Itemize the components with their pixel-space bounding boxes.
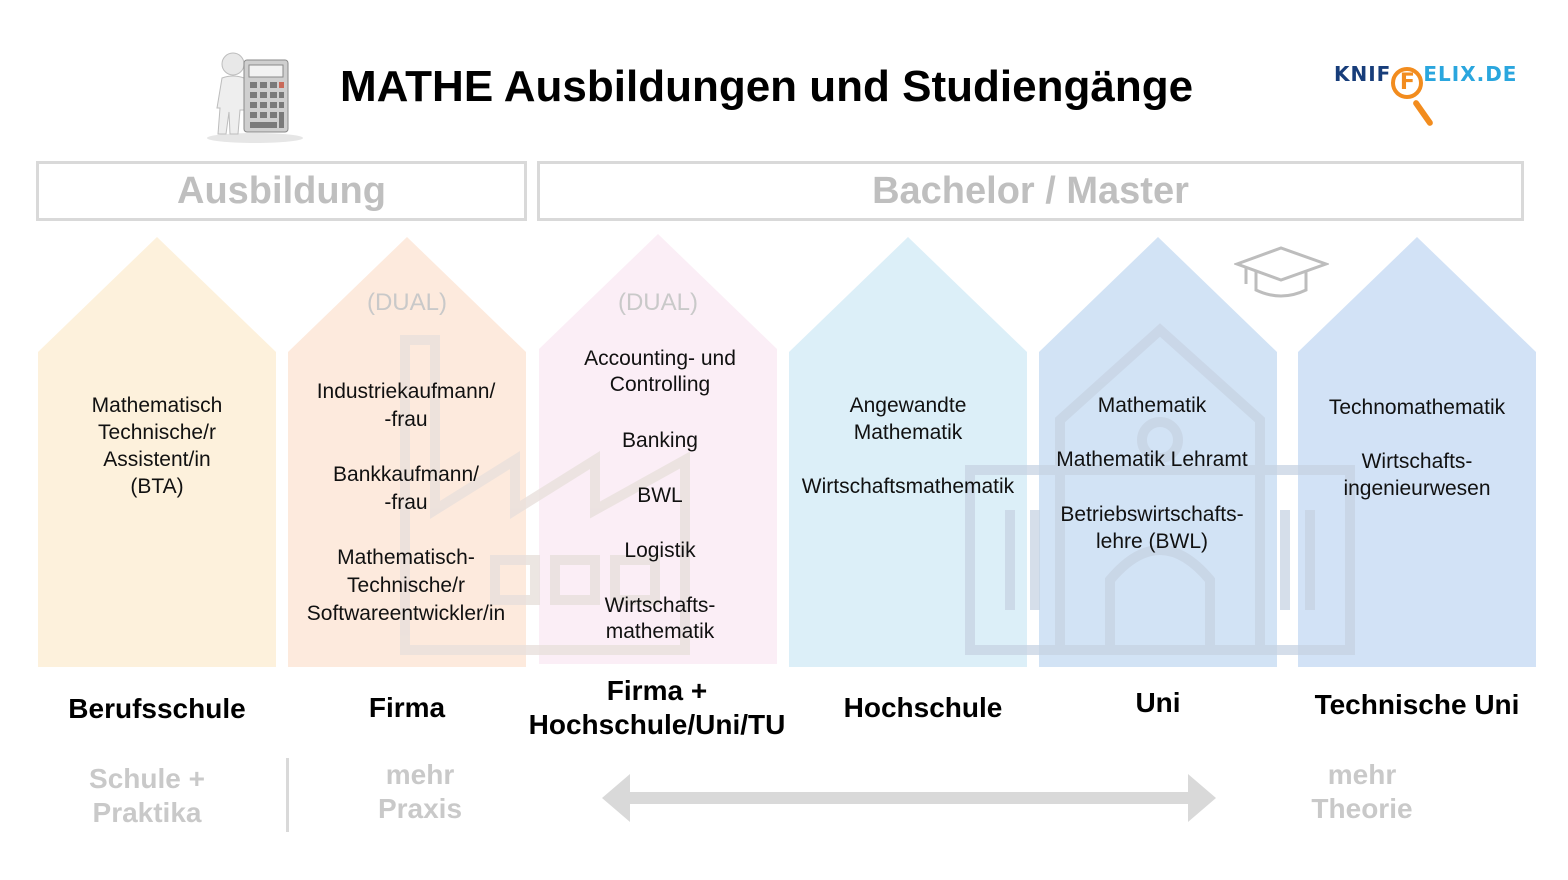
calculator-person-icon	[207, 52, 303, 143]
mehr-theorie-label: mehr Theorie	[1262, 758, 1462, 826]
label-line: Firma +	[606, 675, 708, 706]
label-uni: Uni	[1135, 687, 1181, 718]
magnifier-icon: F	[1391, 67, 1424, 99]
text-line: Banking	[622, 429, 698, 452]
schule-praktika-label: Schule + Praktika	[36, 762, 258, 830]
mehr-praxis-label: mehr Praxis	[320, 758, 520, 826]
house-technische-uni	[1298, 237, 1536, 667]
double-arrow-icon	[602, 774, 1216, 822]
text-line: (BTA)	[130, 475, 184, 498]
text-line: Mathematisch-	[337, 546, 475, 569]
label-firma: Firma	[368, 692, 446, 723]
text-line: BWL	[637, 484, 683, 507]
label-berufsschule: Berufsschule	[68, 693, 246, 724]
text-line: Assistent/in	[103, 448, 211, 471]
divider-line	[286, 758, 289, 832]
logo-text-left: KNIF	[1334, 62, 1392, 86]
text-line: Mathematik	[1097, 394, 1207, 417]
text-line: Accounting- und	[584, 347, 736, 370]
dual-label-studium: (DUAL)	[617, 289, 698, 316]
label-hochschule: Hochschule	[843, 692, 1003, 723]
sub-line: mehr	[1327, 759, 1397, 790]
house-shape	[1298, 237, 1536, 667]
text-line: Betriebswirtschafts-	[1060, 503, 1244, 526]
header-ausbildung: Ausbildung	[36, 161, 527, 221]
house-text-uni: Mathematik Mathematik Lehramt Betriebswi…	[1034, 392, 1270, 555]
graduation-cap-icon	[1234, 246, 1329, 298]
dual-label-firma: (DUAL)	[366, 289, 447, 316]
text-line: Wirtschaftsmathematik	[801, 475, 1015, 498]
house-berufsschule	[38, 237, 276, 667]
sub-line: Schule +	[89, 763, 205, 794]
text-line: Mathematik Lehramt	[1056, 448, 1248, 471]
house-uni	[1039, 237, 1277, 667]
text-line: ingenieurwesen	[1343, 477, 1491, 500]
text-line: Angewandte	[849, 394, 967, 417]
factory-icon	[400, 335, 690, 655]
knifelix-logo[interactable]: KNIF F ELIX.DE	[1334, 62, 1518, 128]
sub-line: mehr	[385, 759, 455, 790]
label-technische-uni: Technische Uni	[1314, 689, 1520, 720]
text-line: mathematik	[605, 620, 715, 643]
house-shape	[1039, 237, 1277, 667]
text-line: Softwareentwickler/in	[306, 602, 506, 625]
text-line: Technische/r	[98, 421, 216, 444]
text-line: lehre (BWL)	[1095, 530, 1209, 553]
text-line: Logistik	[624, 539, 696, 562]
text-line: Wirtschafts-	[604, 594, 716, 617]
text-line: Technische/r	[347, 574, 465, 597]
text-line: -frau	[384, 491, 428, 514]
house-shape	[38, 237, 276, 667]
header-bachelor-label: Bachelor / Master	[872, 170, 1189, 212]
sub-line: Theorie	[1311, 793, 1413, 824]
house-text-technische-uni: Technomathematik Wirtschafts- ingenieurw…	[1298, 394, 1536, 502]
page-title: MATHE Ausbildungen und Studiengänge	[340, 62, 1194, 111]
magnifier-handle-icon	[1411, 98, 1435, 128]
label-firma-hochschule: Firma + Hochschule/Uni/TU	[508, 674, 806, 742]
text-line: Controlling	[609, 373, 711, 396]
label-line: Hochschule/Uni/TU	[528, 709, 786, 740]
text-line: Industriekaufmann/	[316, 380, 496, 403]
text-line: Mathematik	[853, 421, 963, 444]
text-line: Bankkaufmann/	[333, 463, 479, 486]
house-text-berufsschule: Mathematisch Technische/r Assistent/in (…	[38, 392, 276, 500]
text-line: -frau	[384, 408, 428, 431]
house-text-dual-studium: Accounting- und Controlling Banking BWL …	[539, 346, 781, 645]
sub-line: Praktika	[92, 797, 202, 828]
logo-text-right: ELIX.DE	[1423, 62, 1518, 86]
text-line: Technomathematik	[1328, 396, 1506, 419]
header-bachelor-master: Bachelor / Master	[537, 161, 1524, 221]
text-line: Wirtschafts-	[1361, 450, 1473, 473]
sub-line: Praxis	[377, 793, 463, 824]
house-text-firma: Industriekaufmann/ -frau Bankkaufmann/ -…	[276, 378, 536, 628]
house-text-hochschule: Angewandte Mathematik Wirtschaftsmathema…	[782, 392, 1034, 500]
header-ausbildung-label: Ausbildung	[177, 170, 386, 212]
text-line: Mathematisch	[91, 394, 223, 417]
school-building-icon	[965, 323, 1355, 655]
logo-lens-letter: F	[1399, 70, 1415, 95]
